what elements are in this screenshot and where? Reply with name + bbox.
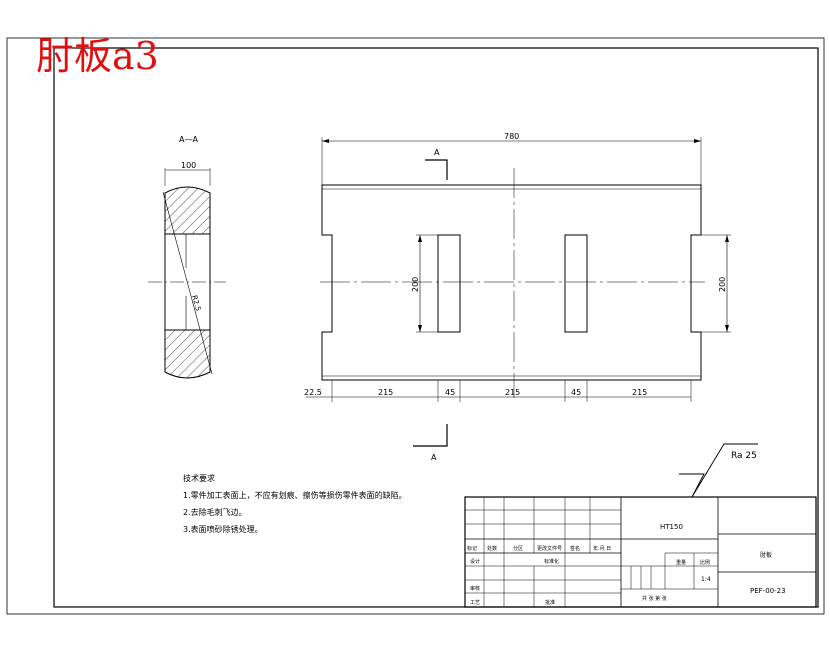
section-radius-dim: R2.5 xyxy=(190,294,202,312)
slot-height-right-dim: 200 xyxy=(718,277,727,292)
title-block xyxy=(464,496,817,608)
tb-material: HT150 xyxy=(660,523,683,531)
tb-header-count: 处数 xyxy=(487,545,497,552)
section-mark-top: A xyxy=(434,148,440,157)
overall-length-dim: 780 xyxy=(504,132,519,141)
tb-std-label: 标准化 xyxy=(544,558,559,565)
section-title: A—A xyxy=(179,135,198,144)
watermark-title: 肘板a3 xyxy=(36,34,159,78)
tb-header-zone: 分区 xyxy=(513,545,523,552)
tb-sheet: 共 张 第 张 xyxy=(642,595,667,602)
tb-review-label: 审核 xyxy=(470,585,480,592)
section-mark-bottom: A xyxy=(431,453,437,462)
section-view: A—A 100 R2.5 xyxy=(148,135,226,379)
tb-weight-label: 重量 xyxy=(676,559,686,566)
outer-border xyxy=(6,37,825,615)
dim-span-1: 215 xyxy=(378,388,393,397)
tb-header-date: 年.月.日 xyxy=(593,545,611,552)
tb-header-mark: 标记 xyxy=(467,545,477,552)
front-view: 780 A A 200 200 xyxy=(306,132,731,462)
slot-height-left-dim: 200 xyxy=(411,277,420,292)
tb-header-change: 更改文件号 xyxy=(537,545,562,552)
tb-drawing-no: PEF-00-23 xyxy=(750,587,786,595)
tb-scale-label: 比例 xyxy=(700,559,710,566)
dim-slot-2: 45 xyxy=(571,388,581,397)
inner-border xyxy=(53,47,819,608)
tb-scale: 1:4 xyxy=(701,576,711,583)
tb-approve-label: 批准 xyxy=(545,599,555,606)
dim-slot-1: 45 xyxy=(445,388,455,397)
tb-design-label: 设计 xyxy=(470,558,480,565)
tb-header-sign: 签名 xyxy=(570,545,580,552)
tech-note-1: 1.零件加工表面上，不应有划痕、擦伤等损伤零件表面的缺陷。 xyxy=(183,491,407,500)
tech-note-3: 3.表面喷砂除锈处理。 xyxy=(183,525,263,534)
roughness-value: Ra 25 xyxy=(731,451,757,461)
dim-offset: 22.5 xyxy=(304,388,322,397)
tb-process-label: 工艺 xyxy=(470,600,480,606)
dim-span-3: 215 xyxy=(632,388,647,397)
tb-part-name: 肘板 xyxy=(760,551,772,559)
section-width-dim: 100 xyxy=(181,161,196,170)
tech-notes-title: 技术要求 xyxy=(183,474,215,483)
dim-span-2: 215 xyxy=(505,388,520,397)
tech-note-2: 2.去除毛刺飞边。 xyxy=(183,508,247,517)
